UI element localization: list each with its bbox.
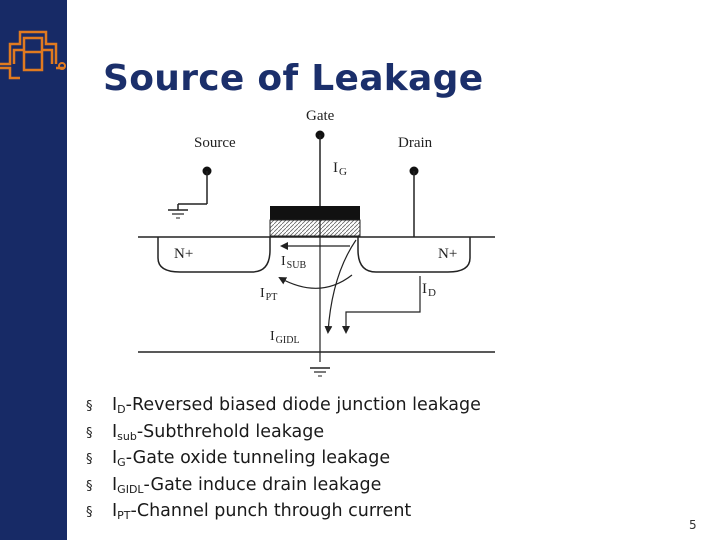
ipt-label: IPT xyxy=(260,286,277,303)
list-item: §IG-Gate oxide tunneling leakage xyxy=(86,448,391,469)
ig-label: IG xyxy=(333,160,347,178)
gate-electrode xyxy=(270,206,360,220)
n-right-label: N+ xyxy=(438,246,457,262)
page-number: 5 xyxy=(689,518,697,532)
drain-n-well xyxy=(357,237,471,273)
sidebar xyxy=(0,0,67,540)
ipt-arrow xyxy=(278,274,353,289)
igidl-arrow xyxy=(324,239,357,334)
list-item: §ID-Reversed biased diode junction leaka… xyxy=(86,395,481,416)
gate-label: Gate xyxy=(306,108,335,124)
list-item: §Isub-Subthrehold leakage xyxy=(86,421,325,443)
n-left-label: N+ xyxy=(174,246,193,262)
igidl-label: IGIDL xyxy=(270,329,300,346)
source-label: Source xyxy=(194,135,236,151)
id-label: ID xyxy=(422,281,436,299)
drain-label: Drain xyxy=(398,135,433,151)
circuit-logo-icon xyxy=(0,30,66,80)
leakage-bullet-list: §ID-Reversed biased diode junction leaka… xyxy=(86,392,481,525)
list-item: §IGIDL-Gate induce drain leakage xyxy=(86,474,382,496)
isub-label: ISUB xyxy=(281,254,306,271)
gate-oxide xyxy=(269,219,361,237)
slide-title: Source of Leakage xyxy=(103,58,484,99)
id-arrow xyxy=(342,276,421,334)
source-n-well xyxy=(157,237,271,273)
mosfet-leakage-diagram: Gate Source Drain N+ N+ IG ISUB IPT ID I… xyxy=(138,108,495,377)
list-item: §IPT-Channel punch through current xyxy=(86,501,412,522)
